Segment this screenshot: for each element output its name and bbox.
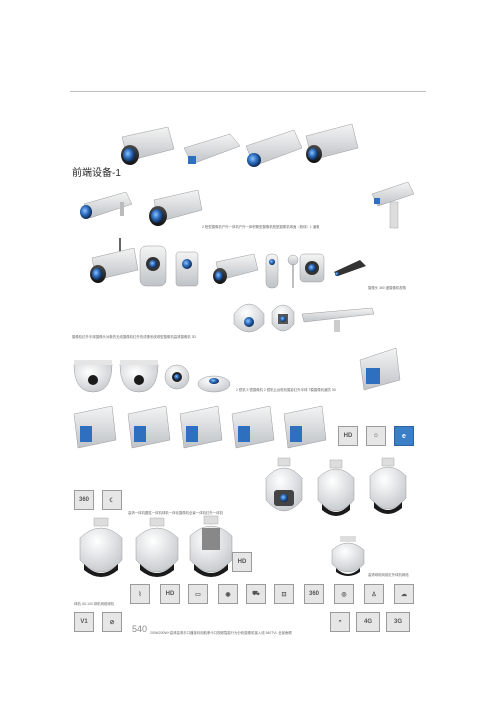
hd-feature-icon: HD [232,552,252,572]
caption-row-5: 2 镜机 3 镜摄像机 2 镜机云台枪机摄影红外半球 T模摄像机道防 3D [236,388,337,392]
box-camera-icon [245,129,303,167]
caption-number: 540 [132,624,148,634]
caption-row-8: 高清球机网络红外球机网络 [368,573,409,577]
ptz-speed-dome-icon [265,457,303,512]
housing-bracket-camera-icon [371,181,415,229]
ptz-mini-camera-icon [271,304,295,332]
box-camera-front-icon [283,405,327,449]
mini-bullet-camera-icon [334,260,366,276]
square-camera-icon [299,253,325,283]
ie-browser-icon: e [394,426,414,446]
3g-network-icon: 3G [386,612,410,632]
indoor-camera-icon [139,245,167,287]
360-view-icon: 360 [74,490,94,510]
speed-dome-camera-icon [317,459,355,516]
cloud-icon: ☁ [394,584,414,604]
panoramic-bar-camera-icon [301,307,375,332]
section-title: 前端设备-1 [72,168,121,179]
person-icon: ♙ [364,584,384,604]
box-camera-front-icon [231,405,275,449]
v1-version-icon: V1 [74,612,94,632]
fisheye-camera-icon [197,375,231,393]
caption-row-2: 2 枪型摄像机户外一体机户外一体积筒型摄像机枪型摄像机球面（枪球）1 道象 [202,225,320,229]
night-vision-icon: ☾ [102,490,122,510]
vehicle-icon: ⛟ [246,584,266,604]
box-camera-with-antenna-icon [90,238,139,283]
caption-row-10: 200W200W+高清高清半口器接利用航拳卡口视频智能行为分析摄像机接入线 54… [150,631,292,635]
speed-dome-camera-icon [369,457,407,514]
box-camera-icon [213,253,259,284]
box-camera-icon [121,126,175,165]
mini-dome-camera-icon [233,303,265,333]
eye-icon: ◎ [334,584,354,604]
box-camera-icon [149,189,203,226]
dome-camera-icon [331,536,365,576]
hd-feature-icon: HD [160,584,180,604]
hd-feature-icon: HD [338,426,358,446]
caption-row-4: 摄像机红外半球摄像头对象的无线摄像机红外热成像系统球型摄像机高清摄像机 3D [72,335,196,339]
caption-row-9: 球机 4D-100 球机网络球机 [74,602,115,606]
car-icon: ⊡ [274,584,294,604]
speed-dome-camera-icon [135,517,179,577]
section-divider [70,91,426,92]
speed-dome-camera-icon [79,517,123,577]
record-icon: ◉ [218,584,238,604]
cube-camera-icon [175,251,199,287]
ptz-speed-dome-icon [189,515,233,577]
pen-camera-icon [265,253,279,289]
box-camera-housing-icon [183,133,241,165]
bullet-camera-icon [80,191,133,219]
hd-display-icon: ▭ [188,584,208,604]
360-view-icon: 360 [304,584,324,604]
fisheye-panorama-icon: ◓ [330,612,350,632]
4g-network-icon: 4G [356,612,380,632]
dome-camera-icon [73,360,113,393]
dome-camera-icon [119,360,159,393]
box-camera-front-icon [127,405,171,449]
signal-tower-icon: ⌇ [130,584,150,604]
caption-row-3: 摄像头 360 度摄像机视角 [368,286,407,290]
eyeball-camera-icon [164,364,190,390]
box-camera-housing-icon [359,347,401,391]
box-camera-front-icon [73,405,117,449]
stand-camera-icon [287,254,299,288]
box-camera-icon [305,123,359,163]
face-recognition-icon: ☺ [366,426,386,446]
box-camera-front-icon [179,405,223,449]
no-signal-icon: ⊘ [102,612,122,632]
caption-row-7: 高清一体机圆柱一体机球机一体化摄像机全景一体机红外一体机 [128,511,223,515]
